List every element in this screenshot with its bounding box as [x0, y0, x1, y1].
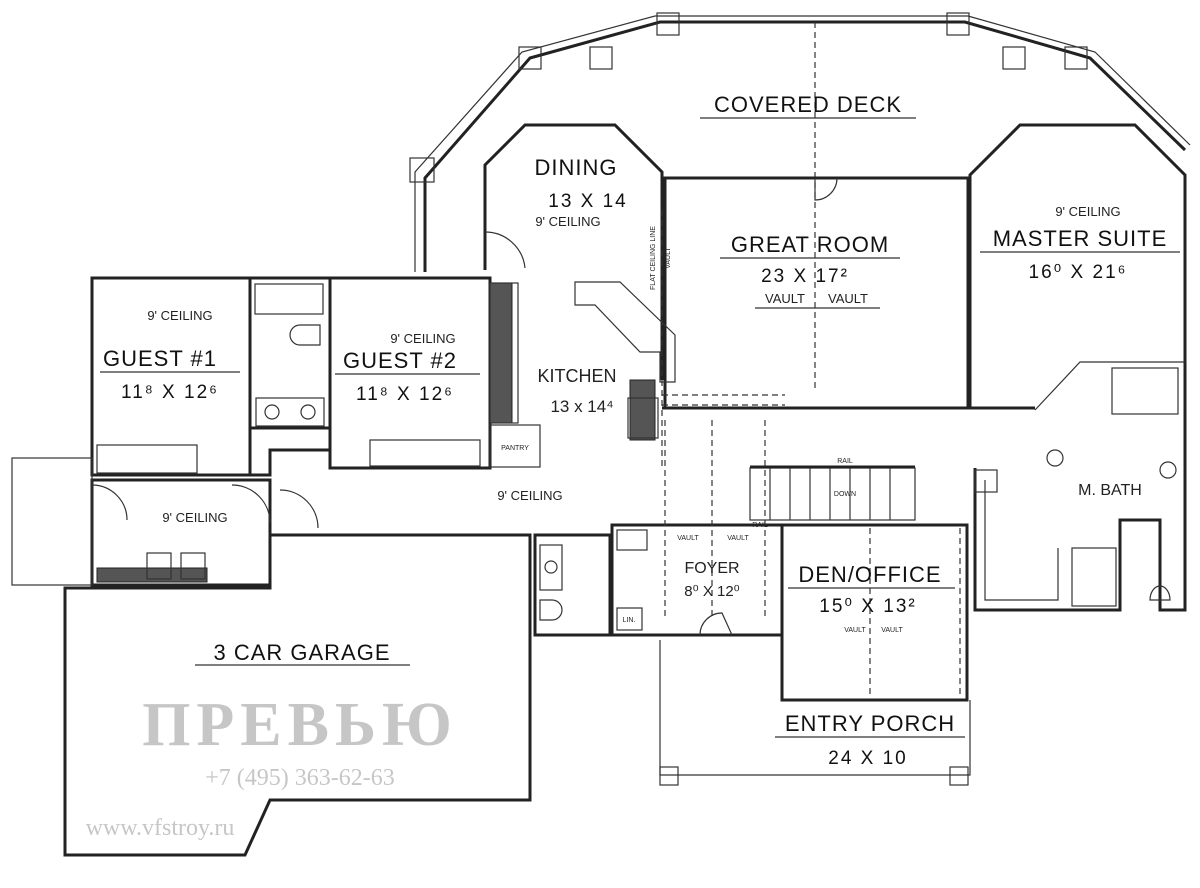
entry-porch: ENTRY PORCH 24 X 10	[659, 640, 971, 786]
guest1-ceiling: 9' CEILING	[147, 308, 212, 323]
garage-label: 3 CAR GARAGE	[213, 640, 390, 665]
entry-porch-dims: 24 X 10	[828, 748, 908, 769]
den-vault-left: VAULT	[844, 627, 866, 634]
dining-dims: 13 X 14	[548, 191, 628, 212]
pantry-label: PANTRY	[501, 445, 529, 452]
stair-down-label: DOWN	[834, 491, 856, 498]
foyer-vault-left: VAULT	[677, 535, 699, 542]
laundry: 9' CEILING	[11, 457, 319, 587]
watermark-phone: +7 (495) 363-62-63	[205, 765, 395, 791]
kitchen-label: KITCHEN	[537, 366, 616, 386]
master-suite: 9' CEILING MASTER SUITE 16⁰ X 21⁶	[968, 123, 1187, 408]
deck-post-icon	[409, 12, 1088, 183]
den-office: DEN/OFFICE 15⁰ X 13² VAULT VAULT	[780, 523, 969, 702]
master-suite-ceiling: 9' CEILING	[1055, 204, 1120, 219]
guest1-label: GUEST #1	[103, 346, 217, 371]
guest-room-1: 9' CEILING GUEST #1 11⁸ X 12⁶	[90, 276, 252, 477]
watermark: ПРЕВЬЮ +7 (495) 363-62-63 www.vfstroy.ru	[86, 691, 458, 841]
master-suite-label: MASTER SUITE	[993, 226, 1168, 251]
guest2-dims: 11⁸ X 12⁶	[356, 384, 454, 405]
stair-rail-label: RAIL	[837, 458, 853, 465]
guest2-label: GUEST #2	[343, 348, 457, 373]
m-bath-label: M. BATH	[1078, 482, 1142, 499]
den-office-label: DEN/OFFICE	[798, 562, 941, 587]
foyer-vault-right: VAULT	[727, 535, 749, 542]
great-room-label: GREAT ROOM	[731, 232, 889, 257]
guest2-ceiling: 9' CEILING	[390, 331, 455, 346]
great-room-dims: 23 X 17²	[761, 266, 849, 287]
dining-room: DINING 13 X 14 9' CEILING	[483, 123, 664, 470]
dining-label: DINING	[535, 155, 618, 180]
foyer-closet-label: LIN.	[623, 617, 636, 624]
kitchen-dims: 13 x 14⁴	[550, 397, 613, 416]
guest-room-2: 9' CEILING GUEST #2 11⁸ X 12⁶	[328, 276, 492, 470]
laundry-ceiling: 9' CEILING	[162, 510, 227, 525]
entry-porch-label: ENTRY PORCH	[785, 711, 955, 736]
stair-rail2-label: RAIL	[752, 522, 768, 529]
kitchen-vault-label: VAULT	[665, 247, 672, 269]
covered-deck-label: COVERED DECK	[714, 92, 902, 117]
master-suite-dims: 16⁰ X 21⁶	[1029, 262, 1128, 283]
powder-room	[533, 533, 612, 637]
guest1-dims: 11⁸ X 12⁶	[121, 382, 219, 403]
den-office-dims: 15⁰ X 13²	[819, 596, 916, 617]
great-room-vault-right: VAULT	[828, 291, 868, 306]
den-vault-right: VAULT	[881, 627, 903, 634]
stairs: RAIL DOWN RAIL	[749, 458, 916, 529]
watermark-url: www.vfstroy.ru	[86, 815, 235, 841]
master-bath: M. BATH	[973, 360, 1187, 612]
garage: 3 CAR GARAGE	[63, 533, 532, 857]
hall-bath	[248, 276, 332, 430]
dining-ceiling: 9' CEILING	[535, 214, 600, 229]
covered-deck: COVERED DECK	[409, 12, 1191, 390]
great-room: GREAT ROOM 23 X 17² VAULT VAULT	[663, 176, 970, 410]
great-room-vault-left: VAULT	[765, 291, 805, 306]
flat-ceiling-line-label: FLAT CEILING LINE	[650, 226, 657, 290]
kitchen: PANTRY KITCHEN 13 x 14⁴ FLAT CEILING LIN…	[489, 226, 785, 468]
foyer-dims: 8⁰ X 12⁰	[684, 583, 739, 600]
hall-ceiling: 9' CEILING	[497, 488, 562, 503]
watermark-logo: ПРЕВЬЮ	[142, 691, 458, 759]
foyer-label: FOYER	[684, 560, 739, 577]
